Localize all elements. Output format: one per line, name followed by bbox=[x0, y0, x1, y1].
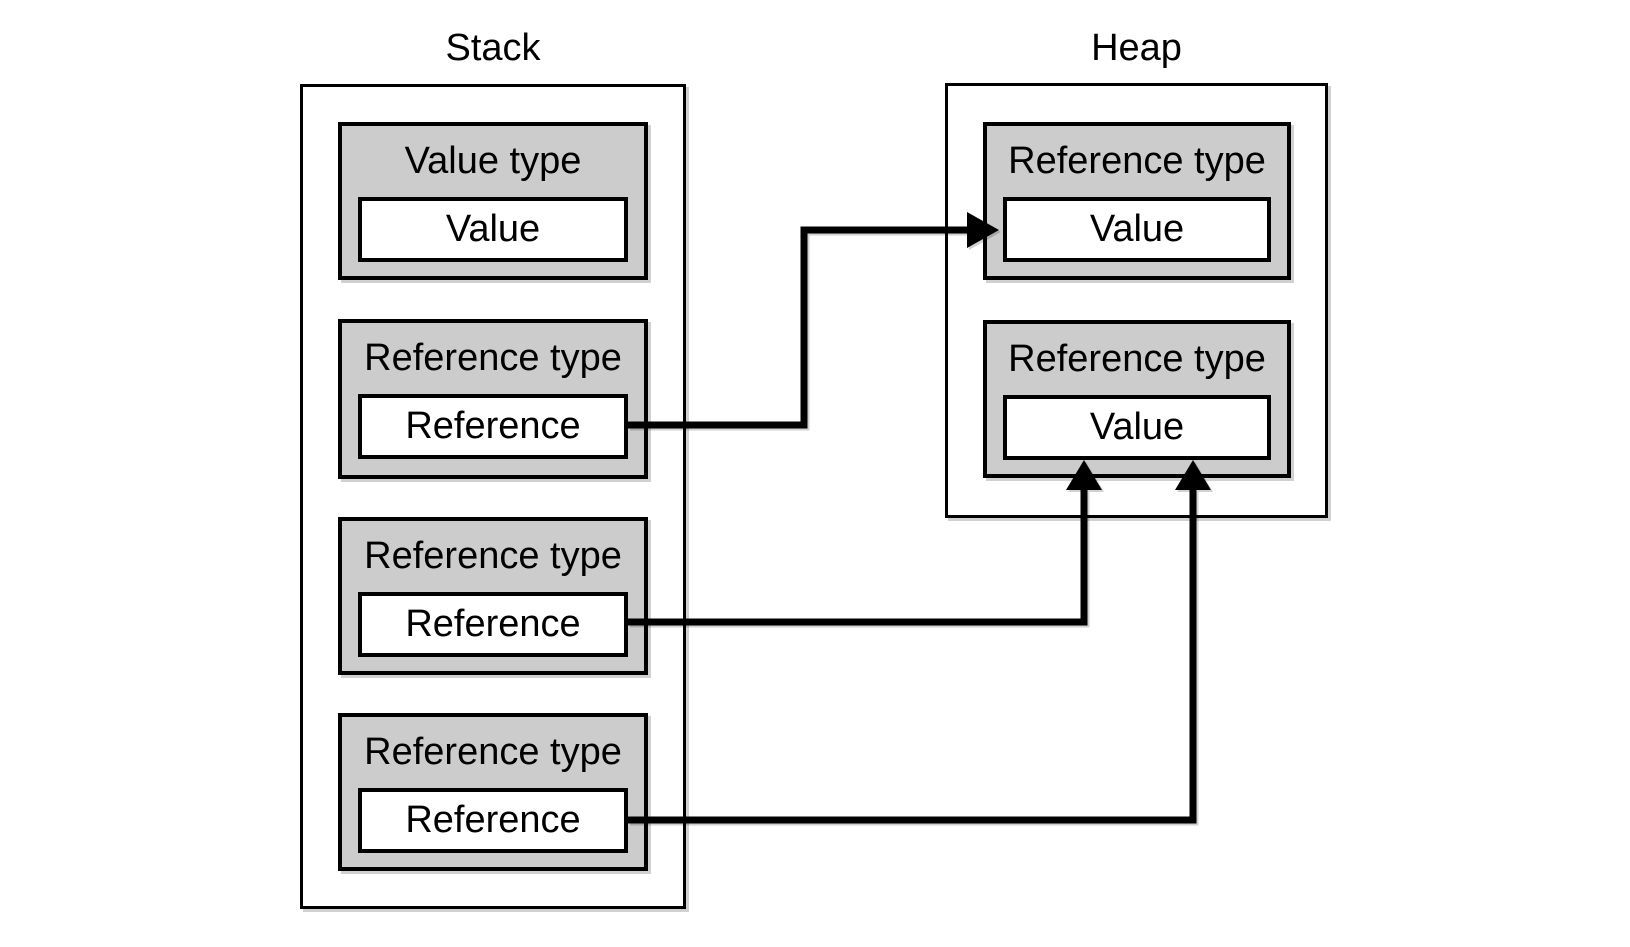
stack-box-reference-type-3: Reference type Reference bbox=[338, 713, 648, 871]
value-slot: Value bbox=[1003, 395, 1271, 460]
stack-box-reference-type-2: Reference type Reference bbox=[338, 517, 648, 675]
stack-title: Stack bbox=[445, 26, 541, 69]
reference-slot: Reference bbox=[358, 394, 628, 459]
reference-slot: Reference bbox=[358, 788, 628, 853]
heap-box-reference-type-1: Reference type Value bbox=[983, 122, 1291, 280]
type-label: Reference type bbox=[364, 337, 622, 379]
type-label: Reference type bbox=[1008, 338, 1266, 380]
type-label: Reference type bbox=[364, 535, 622, 577]
reference-slot: Reference bbox=[358, 592, 628, 657]
value-slot: Value bbox=[1003, 197, 1271, 262]
type-label: Reference type bbox=[364, 731, 622, 773]
heap-box-reference-type-2: Reference type Value bbox=[983, 320, 1291, 478]
stack-box-reference-type-1: Reference type Reference bbox=[338, 319, 648, 479]
type-label: Value type bbox=[404, 140, 582, 182]
heap-title: Heap bbox=[1091, 26, 1182, 69]
stack-box-value-type: Value type Value bbox=[338, 122, 648, 280]
value-slot: Value bbox=[358, 197, 628, 262]
type-label: Reference type bbox=[1008, 140, 1266, 182]
